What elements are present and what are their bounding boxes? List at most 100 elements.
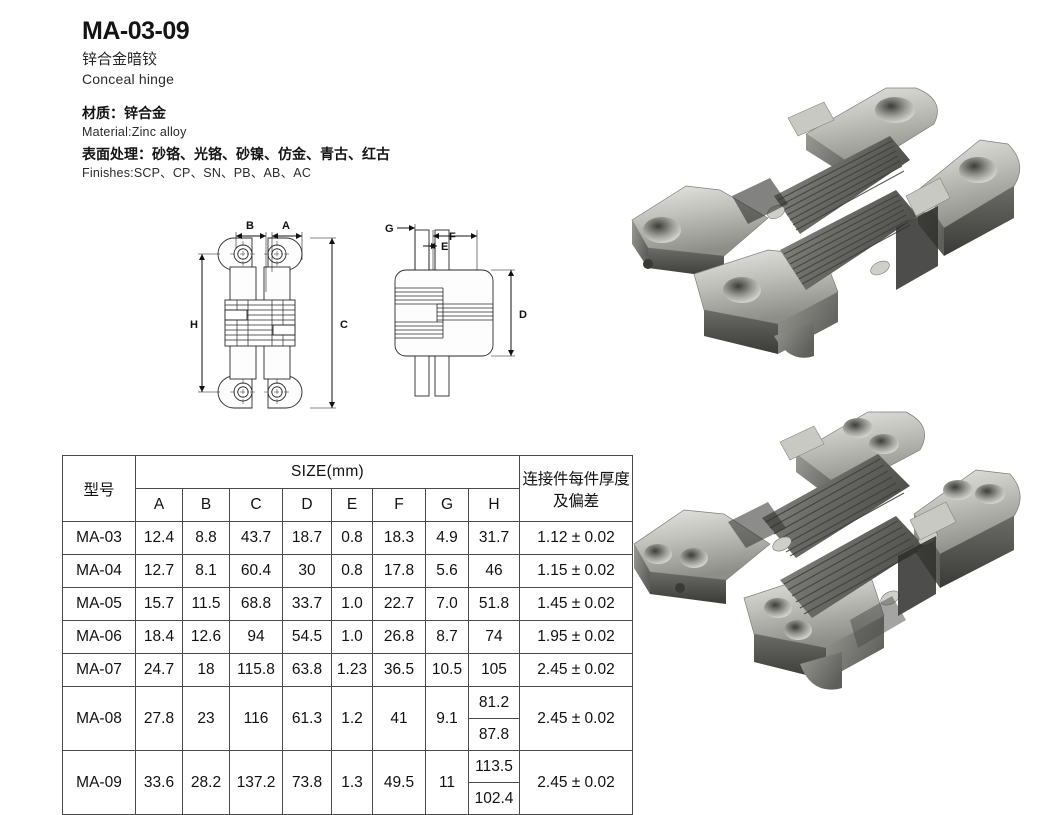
leaf-upper-right-2 (795, 411, 925, 508)
cell-model: MA-09 (62, 750, 136, 815)
cell-d: 63.8 (282, 653, 332, 687)
cell-model: MA-04 (62, 554, 136, 588)
dim-label-f: F (449, 231, 456, 243)
cell-g: 7.0 (425, 587, 469, 621)
cell-b: 8.8 (182, 521, 230, 555)
dim-label-a: A (282, 220, 290, 232)
cell-b: 18 (182, 653, 230, 687)
hinge-band-stack-2 (762, 454, 938, 618)
cell-model: MA-08 (62, 686, 136, 751)
dim-label-b: B (246, 220, 254, 232)
cell-g: 10.5 (425, 653, 469, 687)
leaf-lower-left-2 (743, 573, 885, 690)
dim-label-e: E (441, 241, 448, 253)
cell-f: 49.5 (372, 750, 426, 815)
cell-a: 24.7 (135, 653, 183, 687)
link-tab-lower (905, 177, 951, 217)
cell-a: 12.7 (135, 554, 183, 588)
front-view-drawing: B A H C (190, 220, 348, 409)
cell-f: 36.5 (372, 653, 426, 687)
header-col-g: G (425, 488, 469, 522)
finishes-label-cn: 表面处理：砂铬、光铬、砂镍、仿金、青古、红古 (82, 145, 390, 162)
cell-a: 33.6 (135, 750, 183, 815)
material-label-cn: 材质：锌合金 (82, 104, 166, 121)
cell-model: MA-05 (62, 587, 136, 621)
cell-e: 1.3 (331, 750, 373, 815)
link-tab-upper (787, 101, 835, 137)
cell-tolerance: 2.45 ± 0.02 (519, 686, 633, 751)
cell-c: 116 (229, 686, 283, 751)
cell-b: 11.5 (182, 587, 230, 621)
cell-f: 18.3 (372, 521, 426, 555)
cell-h: 81.2 87.8 (468, 686, 520, 751)
datasheet-page: MA-03-09 锌合金暗铰 Conceal hinge 材质：锌合金 Mate… (62, 17, 1033, 815)
cell-tolerance: 1.12 ± 0.02 (519, 521, 633, 555)
leaf-right-2 (913, 469, 1021, 588)
cell-f: 26.8 (372, 620, 426, 654)
cell-tolerance: 2.45 ± 0.02 (519, 653, 633, 687)
hinge-body-recess-2 (728, 502, 936, 648)
cell-g: 11 (425, 750, 469, 815)
specification-table: 型号 SIZE(mm) 连接件每件厚度及偏差 A B C D E F G H M… (62, 455, 633, 815)
link-tab-upper-2 (779, 425, 825, 461)
cell-h: 51.8 (468, 587, 520, 621)
cell-model: MA-07 (62, 653, 136, 687)
link-tab-lower-2 (909, 501, 957, 541)
dim-label-c: C (340, 319, 348, 331)
dim-label-g: G (385, 223, 394, 235)
hinge-photo-double-hole (628, 398, 1033, 738)
header-col-b: B (182, 488, 230, 522)
cell-model: MA-06 (62, 620, 136, 654)
header-col-h: H (468, 488, 520, 522)
header-col-a: A (135, 488, 183, 522)
product-name-cn: 锌合金暗铰 (82, 50, 158, 68)
cell-g: 5.6 (425, 554, 469, 588)
cell-c: 43.7 (229, 521, 283, 555)
hinge-band-stack (767, 136, 937, 290)
cell-tolerance: 1.95 ± 0.02 (519, 620, 633, 654)
cell-b: 8.1 (182, 554, 230, 588)
cell-tolerance: 1.45 ± 0.02 (519, 587, 633, 621)
side-view-drawing: G F E D (385, 223, 527, 397)
cell-d: 61.3 (282, 686, 332, 751)
header-col-c: C (229, 488, 283, 522)
cell-h-upper: 81.2 (469, 687, 519, 719)
cell-d: 30 (282, 554, 332, 588)
hinge-photo-single-hole (628, 78, 1033, 388)
cell-b: 23 (182, 686, 230, 751)
cell-c: 115.8 (229, 653, 283, 687)
cell-f: 41 (372, 686, 426, 751)
material-label-en: Material:Zinc alloy (82, 124, 187, 139)
cell-c: 68.8 (229, 587, 283, 621)
cell-e: 0.8 (331, 521, 373, 555)
cell-f: 17.8 (372, 554, 426, 588)
technical-drawings: B A H C (180, 212, 540, 434)
header-col-e: E (331, 488, 373, 522)
cell-a: 27.8 (135, 686, 183, 751)
cell-d: 54.5 (282, 620, 332, 654)
cell-c: 94 (229, 620, 283, 654)
cell-e: 1.2 (331, 686, 373, 751)
cell-a: 15.7 (135, 587, 183, 621)
page-title: MA-03-09 (82, 17, 190, 45)
cell-h: 105 (468, 653, 520, 687)
cell-h-lower: 87.8 (478, 726, 510, 743)
cell-h: 46 (468, 554, 520, 588)
cell-a: 12.4 (135, 521, 183, 555)
cell-e: 1.0 (331, 620, 373, 654)
cell-e: 0.8 (331, 554, 373, 588)
finishes-label-en: Finishes:SCP、CP、SN、PB、AB、AC (82, 165, 312, 180)
cell-a: 18.4 (135, 620, 183, 654)
cell-c: 60.4 (229, 554, 283, 588)
cell-f: 22.7 (372, 587, 426, 621)
leaf-left (631, 185, 769, 278)
cell-h: 74 (468, 620, 520, 654)
cell-h-upper: 113.5 (469, 751, 519, 783)
